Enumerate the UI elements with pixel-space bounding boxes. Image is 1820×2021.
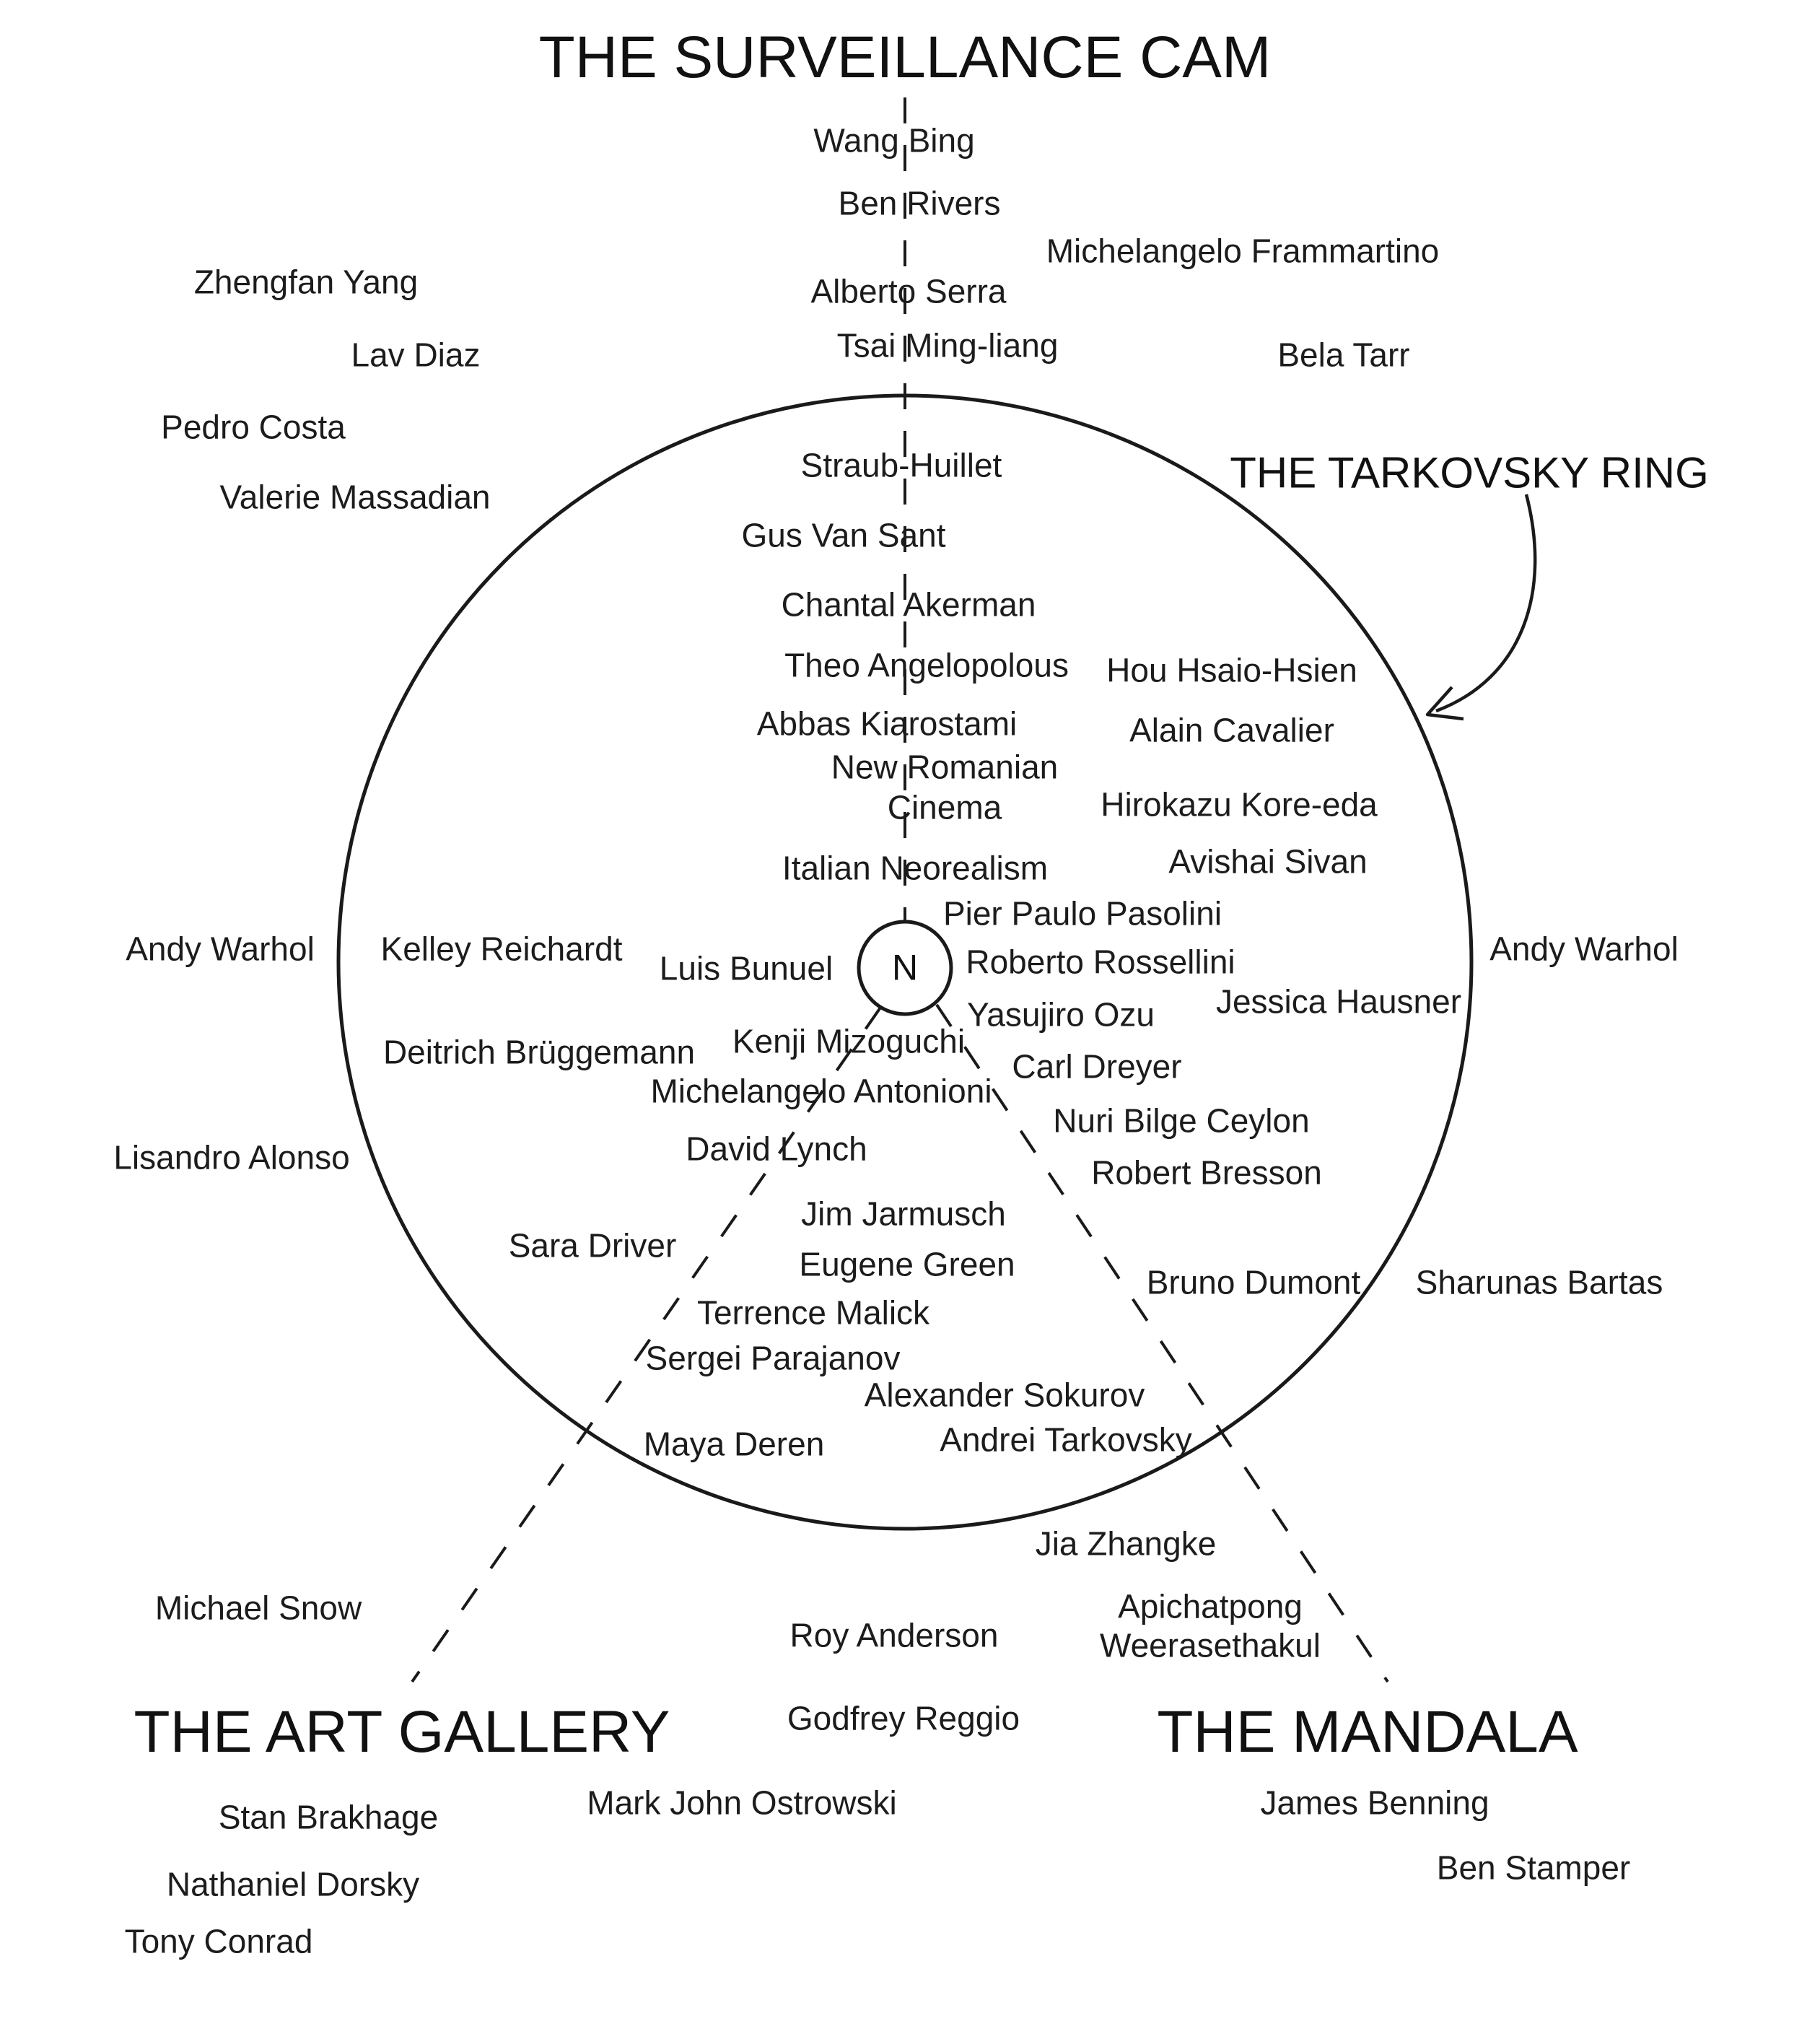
- center-node-label: N: [891, 947, 919, 988]
- name-label: Pier Paulo Pasolini: [942, 894, 1222, 933]
- name-label: Godfrey Reggio: [787, 1699, 1020, 1737]
- name-label: Mark John Ostrowski: [587, 1784, 897, 1822]
- name-label: Tony Conrad: [124, 1922, 313, 1960]
- name-label: Bruno Dumont: [1146, 1263, 1361, 1301]
- name-label: Abbas Kiarostami: [756, 704, 1018, 743]
- name-label: Tsai Ming-liang: [836, 326, 1059, 365]
- name-label: Straub-Huillet: [800, 446, 1002, 484]
- name-label: Andy Warhol: [126, 930, 315, 968]
- name-label: Hirokazu Kore-eda: [1101, 785, 1378, 824]
- heading-surveillance-cam: THE SURVEILLANCE CAM: [538, 24, 1272, 90]
- name-label: Stan Brakhage: [218, 1798, 439, 1836]
- name-label: Italian Neorealism: [782, 849, 1049, 887]
- name-label: James Benning: [1260, 1784, 1489, 1822]
- name-label: Jim Jarmusch: [801, 1195, 1006, 1233]
- art-gallery-axis-line: [411, 1006, 882, 1683]
- heading-art-gallery: THE ART GALLERY: [134, 1698, 670, 1765]
- name-label: Sharunas Bartas: [1415, 1263, 1663, 1301]
- name-label: Robert Bresson: [1091, 1153, 1322, 1192]
- name-label: Kenji Mizoguchi: [732, 1022, 966, 1060]
- name-label: Weerasethakul: [1100, 1626, 1321, 1664]
- heading-tarkovsky-ring: THE TARKOVSKY RING: [1230, 448, 1709, 497]
- name-label: Sara Driver: [508, 1226, 677, 1265]
- name-label: Chantal Akerman: [781, 585, 1036, 624]
- name-label: Roberto Rossellini: [966, 943, 1235, 981]
- mandala-axis-line: [935, 1003, 1389, 1683]
- name-label: Alexander Sokurov: [864, 1376, 1145, 1414]
- name-label: Eugene Green: [799, 1245, 1015, 1283]
- name-label: Andy Warhol: [1489, 930, 1679, 968]
- name-label: Zhengfan Yang: [193, 263, 419, 301]
- name-label: Jia Zhangke: [1035, 1524, 1217, 1563]
- tarkovsky-ring-arrow: [1435, 494, 1537, 713]
- name-label: Cinema: [887, 788, 1002, 826]
- name-label: Jessica Hausner: [1215, 982, 1462, 1021]
- name-label: Luis Bunuel: [659, 949, 834, 987]
- name-label: Lav Diaz: [351, 336, 481, 374]
- name-label: Andrei Tarkovsky: [940, 1420, 1192, 1459]
- name-label: Alain Cavalier: [1129, 711, 1334, 749]
- name-label: Michelangelo Frammartino: [1046, 232, 1440, 270]
- name-label: Apichatpong: [1118, 1587, 1303, 1625]
- name-label: Sergei Parajanov: [645, 1339, 901, 1377]
- name-label: Theo Angelopolous: [784, 646, 1069, 684]
- name-label: Terrence Malick: [696, 1293, 930, 1332]
- name-label: Alberto Serra: [810, 272, 1007, 310]
- name-label: Hou Hsaio-Hsien: [1106, 651, 1357, 689]
- heading-mandala: THE MANDALA: [1157, 1698, 1578, 1765]
- name-label: Deitrich Brüggemann: [382, 1033, 696, 1071]
- name-label: Michael Snow: [154, 1589, 362, 1627]
- name-label: Pedro Costa: [161, 408, 346, 446]
- name-label: Michelangelo Antonioni: [650, 1072, 992, 1110]
- name-label: Bela Tarr: [1277, 336, 1410, 374]
- tarkovsky-ring-arrowhead: [1425, 686, 1464, 721]
- name-label: Nuri Bilge Ceylon: [1053, 1101, 1310, 1140]
- name-label: Yasujiro Ozu: [967, 995, 1155, 1034]
- name-label: New Romanian: [831, 748, 1059, 786]
- name-label: Wang Bing: [813, 121, 975, 160]
- name-label: Kelley Reichardt: [380, 930, 623, 968]
- name-label: Carl Dreyer: [1012, 1047, 1182, 1086]
- name-label: Avishai Sivan: [1168, 842, 1368, 881]
- name-label: Gus Van Sant: [741, 516, 946, 554]
- name-label: Nathaniel Dorsky: [166, 1865, 420, 1903]
- name-label: Valerie Massadian: [219, 478, 491, 516]
- name-label: Roy Anderson: [789, 1616, 999, 1654]
- name-label: David Lynch: [686, 1130, 867, 1168]
- name-label: Lisandro Alonso: [113, 1138, 350, 1177]
- name-label: Ben Stamper: [1436, 1848, 1631, 1887]
- name-label: Ben Rivers: [838, 184, 1001, 222]
- name-label: Maya Deren: [643, 1425, 825, 1463]
